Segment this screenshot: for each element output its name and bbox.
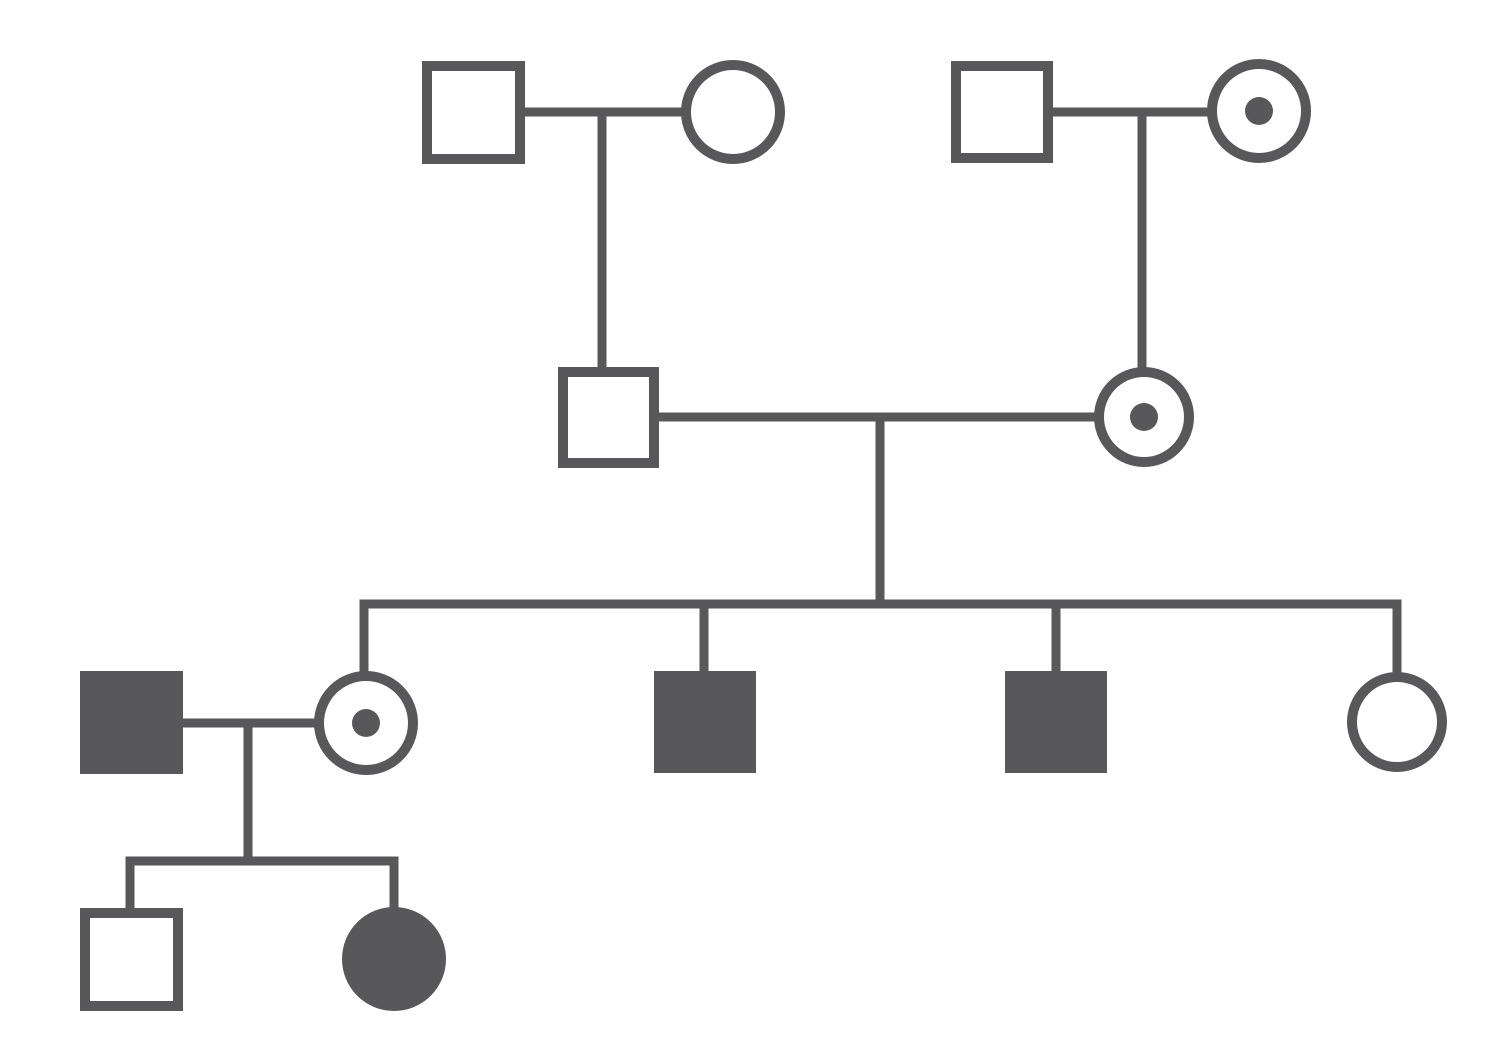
individual-III-5-female-unaffected — [1347, 672, 1447, 772]
carrier-dot — [352, 709, 380, 737]
female-symbol — [1347, 672, 1447, 772]
individual-III-4-male-affected — [1005, 671, 1107, 773]
relationship-lines — [125, 107, 1402, 916]
male-symbol — [80, 908, 183, 1011]
individual-II-2-female-carrier — [1094, 367, 1194, 467]
individual-I-2-female-unaffected — [681, 60, 785, 164]
male-symbol — [422, 61, 525, 164]
male-symbol — [1005, 671, 1107, 773]
individual-II-1-male-unaffected — [558, 367, 659, 468]
individual-IV-2-female-affected — [342, 907, 446, 1011]
male-symbol — [951, 61, 1053, 163]
individual-I-4-female-carrier — [1207, 59, 1311, 163]
female-symbol — [681, 60, 785, 164]
male-symbol — [654, 671, 756, 773]
male-symbol — [80, 671, 183, 774]
individual-I-3-male-unaffected — [951, 61, 1053, 163]
individual-IV-1-male-unaffected — [80, 908, 183, 1011]
individual-I-1-male-unaffected — [422, 61, 525, 164]
individual-III-2-female-carrier — [314, 671, 418, 775]
male-symbol — [558, 367, 659, 468]
carrier-dot — [1245, 97, 1273, 125]
female-symbol — [342, 907, 446, 1011]
individual-symbols — [80, 59, 1447, 1011]
individual-III-1-male-affected — [80, 671, 183, 774]
individual-III-3-male-affected — [654, 671, 756, 773]
carrier-dot — [1130, 403, 1158, 431]
